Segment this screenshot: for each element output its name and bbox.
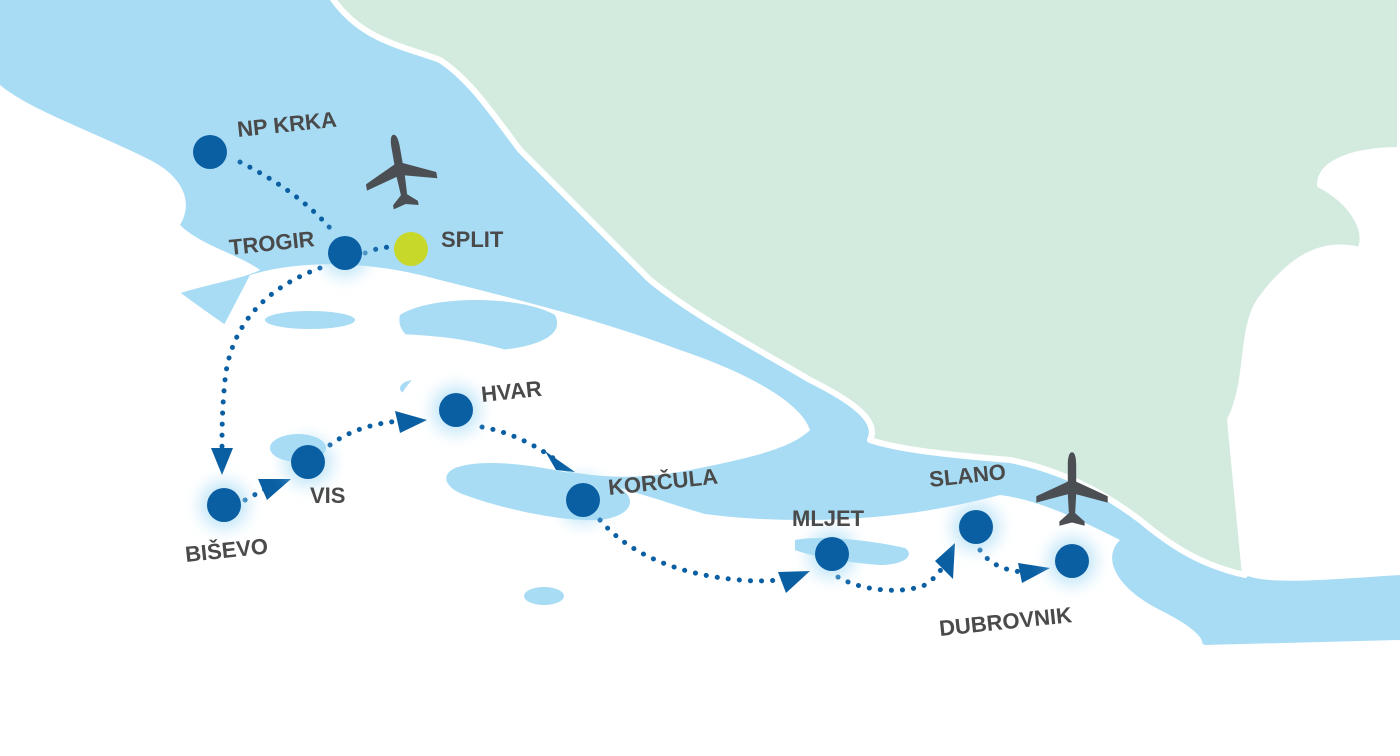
stop-marker-bisevo[interactable] bbox=[207, 488, 241, 522]
stop-marker-mljet[interactable] bbox=[815, 537, 849, 571]
stop-marker-vis[interactable] bbox=[291, 445, 325, 479]
route-krka-trogir bbox=[237, 159, 333, 231]
route-korcula-mljet bbox=[597, 517, 788, 584]
route-vis-hvar bbox=[327, 418, 403, 448]
arrow-to-korcula bbox=[545, 451, 575, 472]
stop-marker-trogir[interactable] bbox=[328, 236, 362, 270]
arrow-to-vis bbox=[258, 479, 291, 500]
stop-marker-korcula[interactable] bbox=[566, 483, 600, 517]
arrow-to-dubrovnik bbox=[1018, 563, 1050, 583]
route-lines bbox=[219, 159, 1025, 593]
stop-marker-dubrovnik[interactable] bbox=[1055, 544, 1089, 578]
stop-marker-np-krka[interactable] bbox=[193, 135, 227, 169]
stop-marker-slano[interactable] bbox=[959, 510, 993, 544]
coast-land bbox=[0, 85, 1400, 756]
route-arrowheads bbox=[211, 411, 1050, 593]
label-vis: VIS bbox=[310, 483, 345, 508]
route-mljet-slano bbox=[835, 563, 946, 593]
stop-marker-hvar[interactable] bbox=[439, 393, 473, 427]
label-split: SPLIT bbox=[441, 227, 504, 252]
arrow-to-hvar bbox=[395, 411, 427, 433]
arrow-to-slano bbox=[935, 543, 955, 579]
route-trogir-bisevo bbox=[219, 265, 323, 453]
arrow-to-mljet bbox=[778, 571, 810, 593]
arrow-to-bisevo bbox=[211, 448, 233, 475]
inner-sea-white bbox=[240, 333, 810, 463]
route-slano-dubrovnik bbox=[977, 547, 1025, 575]
stop-marker-split[interactable] bbox=[394, 232, 428, 266]
route-stops bbox=[193, 135, 1089, 578]
label-mljet: MLJET bbox=[792, 506, 865, 531]
